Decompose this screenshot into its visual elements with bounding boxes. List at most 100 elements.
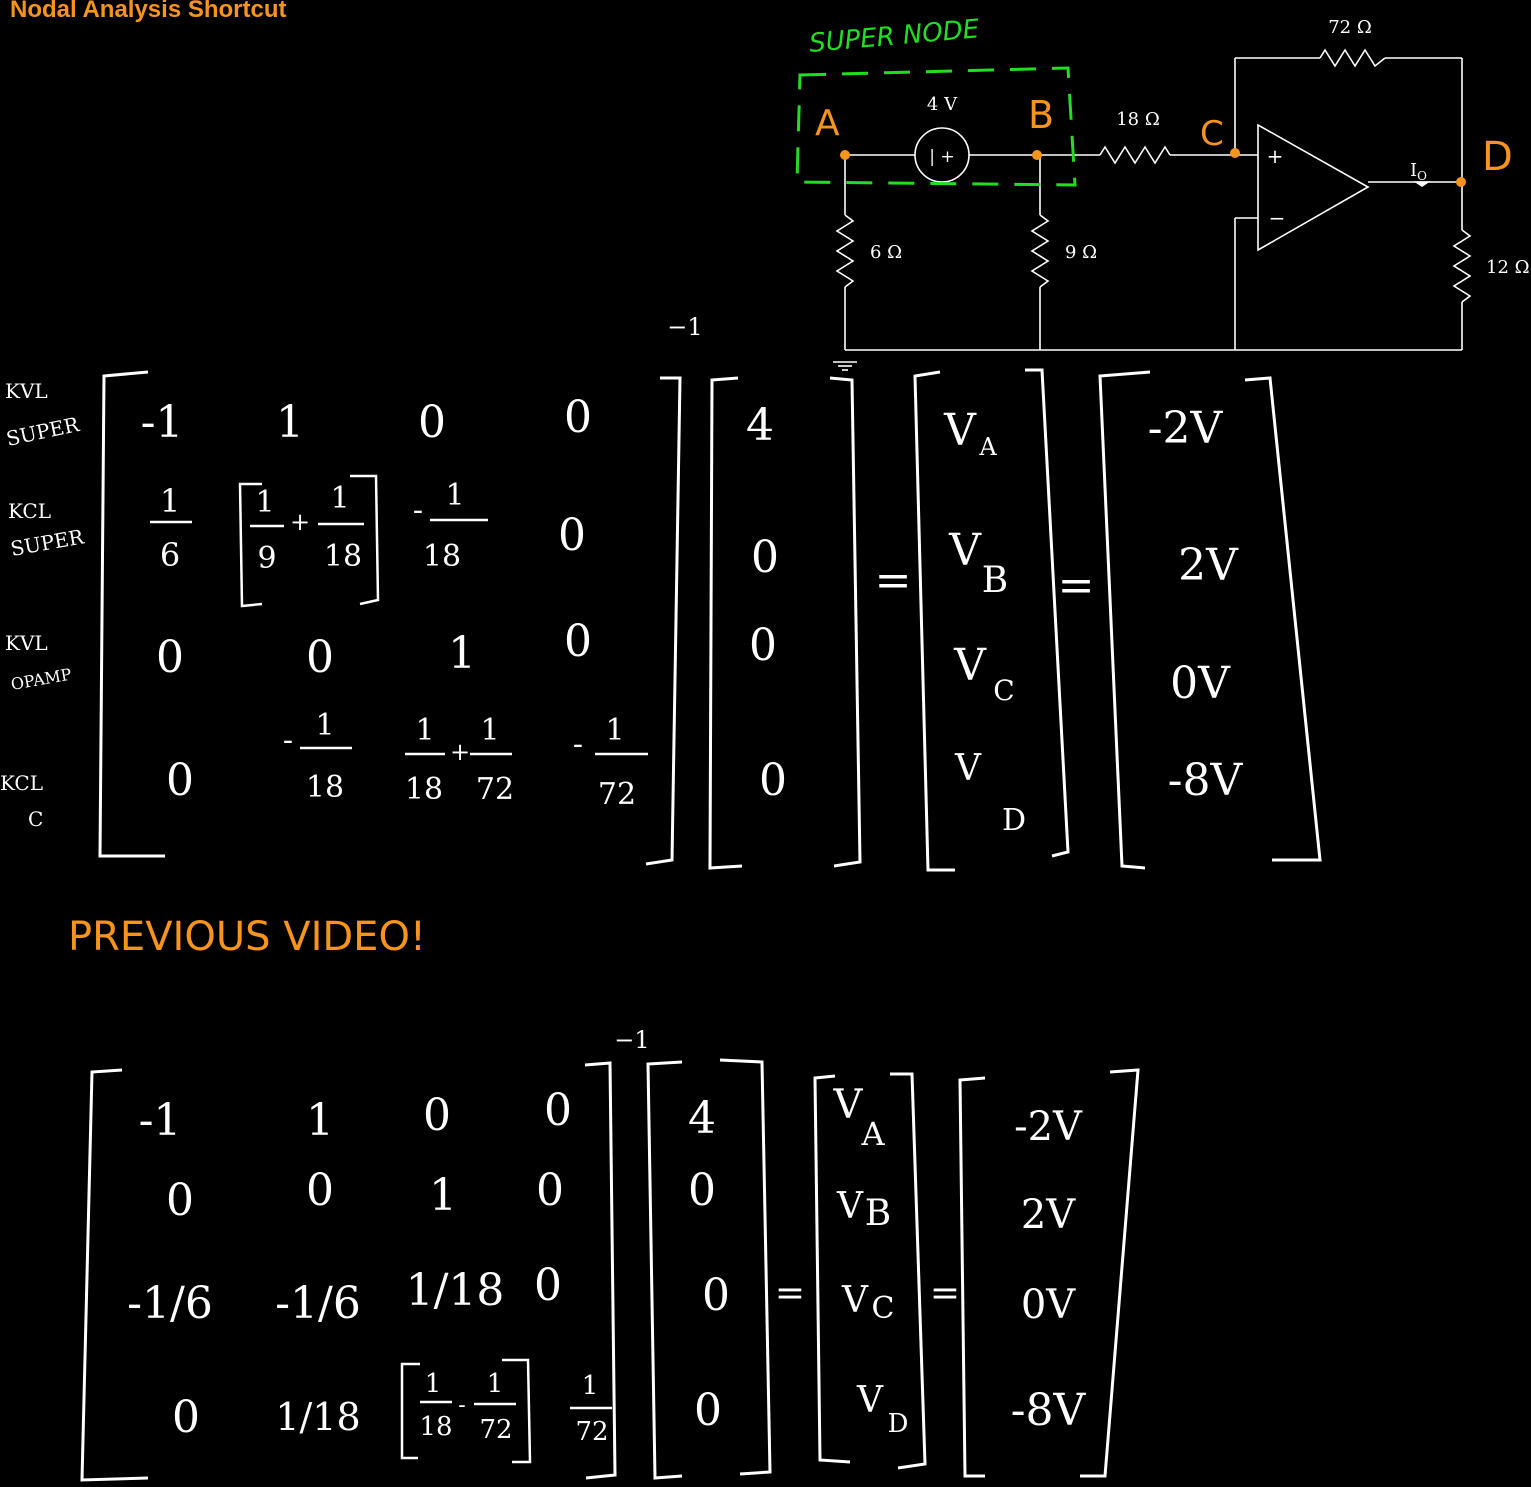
inverse-mark-2: −1: [614, 1026, 649, 1054]
ground-icon: [833, 361, 857, 371]
b2-2: 0: [702, 1270, 730, 1321]
svg-text:V: V: [856, 1380, 884, 1421]
b2-1: 0: [688, 1165, 716, 1216]
svg-text:1: 1: [582, 1371, 599, 1401]
supernode-boundary: [795, 66, 1077, 187]
a2-r4c4: 1 72: [570, 1371, 612, 1447]
current-label: IO: [1410, 160, 1427, 183]
bracket-x1-right: [1025, 368, 1070, 858]
r2-3: -8V: [1011, 1385, 1087, 1436]
bracket-r2-right: [1080, 1068, 1140, 1478]
row-label-4-b: C: [28, 807, 43, 831]
row-label-3-a: KVL: [5, 631, 48, 655]
equals-1b: =: [1058, 560, 1095, 611]
svg-text:B: B: [865, 1193, 891, 1234]
a1-r3c1: 0: [156, 632, 184, 683]
a2-r4c1: 0: [172, 1392, 200, 1443]
bracket-x2-left: [813, 1074, 851, 1464]
b1-2: 0: [749, 620, 777, 671]
bracket-a2-right: [584, 1061, 617, 1480]
svg-text:72: 72: [575, 1417, 608, 1447]
svg-text:A: A: [860, 1115, 885, 1153]
bracket-b2-right: [719, 1058, 772, 1476]
node-a-label: A: [815, 103, 840, 144]
row-labels-1: KVL SUPER KCL SUPER KVL OPAMP KCL C: [0, 379, 86, 831]
a2-r1c1: -1: [139, 1095, 182, 1146]
bracket-x1-left: [913, 370, 955, 872]
svg-text:D: D: [888, 1409, 909, 1439]
row-label-1-b: SUPER: [4, 412, 82, 451]
svg-text:V: V: [836, 1186, 864, 1227]
source-label: 4 V: [927, 94, 958, 115]
page-title: Nodal Analysis Shortcut: [10, 0, 287, 23]
bracket-r1-right: [1244, 376, 1322, 862]
a1-r2c4: 0: [558, 510, 586, 561]
a1-r4c2: - 1 18: [283, 708, 352, 805]
a2-r3c2: -1/6: [275, 1278, 361, 1329]
row-label-1-a: KVL: [5, 379, 48, 403]
bracket-r2-left: [958, 1076, 986, 1478]
a2-r2c4: 0: [536, 1165, 564, 1216]
system2: −1 -1 1 0 0 0 0 1 0 -1/6 -1/6 1/18 0 0 1…: [80, 1026, 1140, 1482]
equals-2a: =: [775, 1273, 805, 1314]
svg-text:1: 1: [487, 1369, 504, 1399]
bracket-r1-left: [1098, 370, 1151, 870]
bracket-b1-left: [708, 376, 743, 870]
a1-r3c4: 0: [564, 616, 592, 667]
previous-video-label: PREVIOUS VIDEO!: [68, 914, 426, 960]
svg-text:18: 18: [419, 1412, 452, 1442]
b1-1: 0: [751, 532, 779, 583]
row-label-3-b: OPAMP: [9, 665, 73, 694]
a2-r2c3: 1: [429, 1170, 457, 1221]
a2-r3c4: 0: [534, 1260, 562, 1311]
svg-text:+: +: [290, 508, 310, 536]
a2-r1c4: 0: [544, 1085, 572, 1136]
x1-3: VD: [954, 748, 1026, 838]
svg-text:-: -: [283, 723, 293, 758]
svg-text:18: 18: [324, 539, 362, 574]
resistor-12: [1452, 229, 1472, 303]
opamp-plus: +: [1267, 144, 1284, 168]
svg-text:1: 1: [415, 713, 434, 748]
row-label-4-a: KCL: [0, 771, 43, 795]
resistor-18-label: 18 Ω: [1116, 109, 1160, 130]
a2-r4c2: 1/18: [275, 1395, 360, 1439]
resistor-9-label: 9 Ω: [1065, 242, 1097, 263]
node-d-dot: [1456, 177, 1466, 187]
resistor-6: [835, 214, 855, 288]
resistor-72: [1319, 48, 1386, 68]
svg-text:18: 18: [423, 539, 461, 574]
r2-2: 0V: [1021, 1282, 1076, 1328]
bracket-b1-right: [829, 376, 862, 868]
svg-text:V: V: [954, 748, 982, 789]
resistor-72-label: 72 Ω: [1328, 17, 1372, 38]
inverse-mark-1: −1: [667, 313, 702, 341]
svg-text:V: V: [953, 640, 987, 691]
svg-text:18: 18: [405, 772, 443, 807]
node-a-dot: [840, 150, 850, 160]
a1-r4c3: 1 18 + 1 72: [405, 713, 514, 807]
a2-r1c3: 0: [423, 1090, 451, 1141]
svg-text:1: 1: [330, 481, 349, 516]
equals-2b: =: [930, 1273, 960, 1314]
a1-r2c2: 1 9 + 1 18: [238, 474, 380, 608]
bracket-a1-right: [645, 376, 682, 866]
svg-text:1: 1: [255, 485, 274, 520]
bracket-b2-left: [646, 1060, 683, 1480]
current-arrow-icon: [1413, 181, 1431, 187]
svg-text:-: -: [573, 727, 583, 762]
svg-text:V: V: [833, 1082, 864, 1128]
x2-3: VD: [856, 1380, 908, 1439]
bracket-a2-left: [80, 1068, 149, 1482]
a1-r2c3: - 1 18: [413, 478, 488, 574]
svg-text:V: V: [943, 405, 977, 456]
svg-text:B: B: [982, 560, 1008, 601]
a2-r2c1: 0: [166, 1175, 194, 1226]
svg-text:1: 1: [445, 478, 464, 513]
svg-text:V: V: [948, 525, 982, 576]
a1-r1c2: 1: [276, 397, 304, 448]
node-c-dot: [1230, 148, 1240, 158]
svg-text:-: -: [413, 493, 423, 528]
